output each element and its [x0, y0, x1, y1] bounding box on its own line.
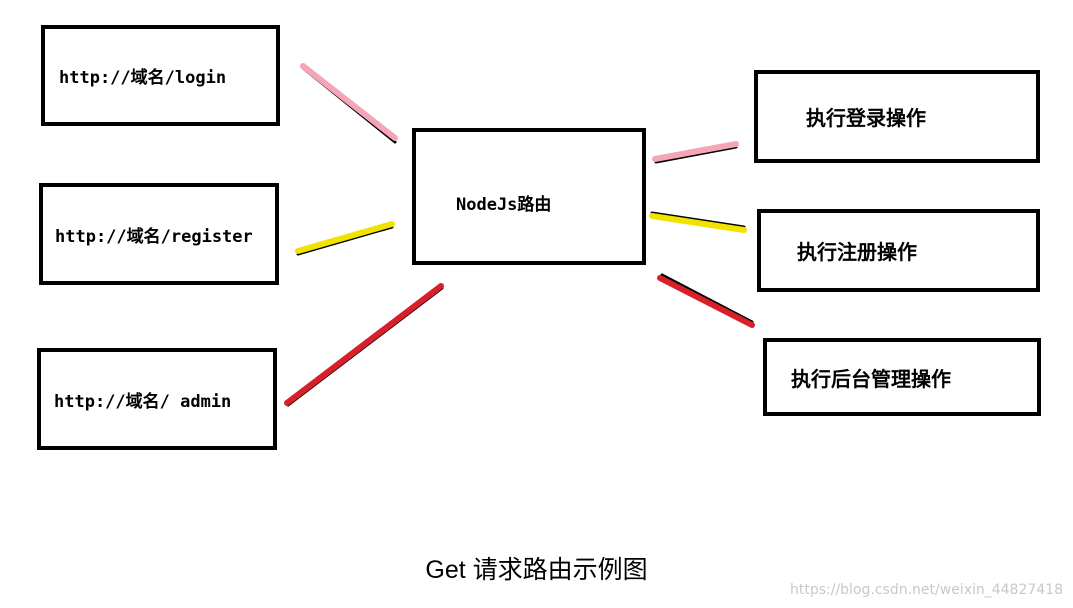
url-label-login: http://域名/login [59, 68, 227, 88]
connector-register-in [295, 221, 395, 254]
action-box-login: 执行登录操作 [754, 70, 1040, 163]
watermark: https://blog.csdn.net/weixin_44827418 [789, 582, 1063, 598]
diagram-caption: Get 请求路由示例图 [425, 556, 648, 584]
action-label-admin: 执行后台管理操作 [791, 366, 951, 391]
action-label-login: 执行登录操作 [806, 106, 926, 130]
router-label: NodeJs路由 [456, 195, 552, 215]
url-box-login: http://域名/login [41, 25, 280, 126]
url-box-admin: http://域名/ admin [37, 348, 277, 450]
connector-admin-out [657, 275, 755, 328]
url-label-admin: http://域名/ admin [54, 391, 232, 412]
action-box-admin: 执行后台管理操作 [763, 338, 1041, 416]
url-box-register: http://域名/register [39, 183, 279, 285]
connector-admin-in [284, 283, 444, 406]
connector-register-out [649, 213, 747, 233]
action-label-register: 执行注册操作 [797, 240, 917, 264]
action-box-register: 执行注册操作 [757, 209, 1040, 292]
connector-login-in [300, 63, 398, 141]
connector-login-out [652, 141, 739, 162]
router-box: NodeJs路由 [412, 128, 646, 265]
url-label-register: http://域名/register [55, 226, 253, 247]
